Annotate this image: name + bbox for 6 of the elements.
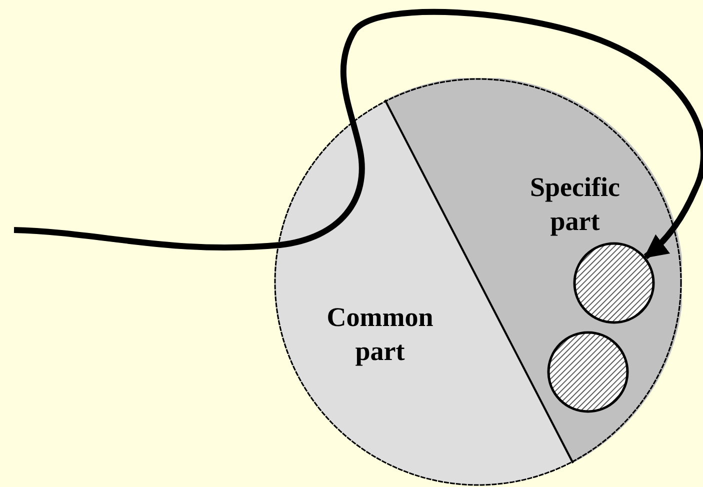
split-circle [274, 78, 682, 486]
hatched-circle [547, 331, 629, 413]
region-label: Common part [326, 301, 434, 368]
hatched-circle [573, 242, 655, 324]
curved-arrow [14, 8, 703, 260]
region-label: Specific part [529, 171, 621, 238]
